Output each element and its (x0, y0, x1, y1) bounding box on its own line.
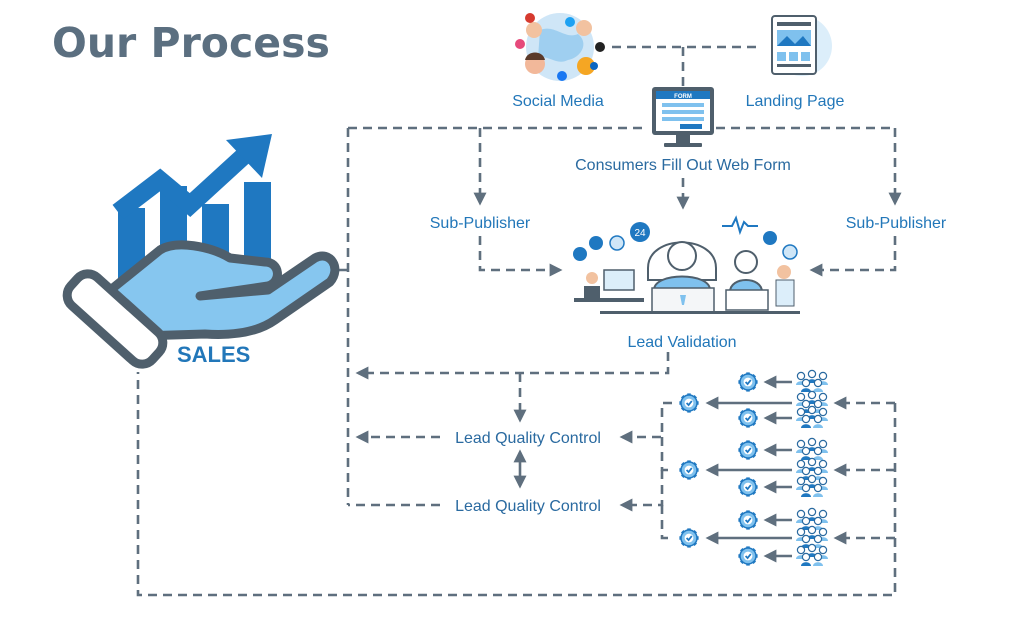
gear-check-icon (738, 510, 758, 530)
gear-check-icon (679, 528, 699, 548)
sub-publisher-left-label: Sub-Publisher (430, 215, 531, 232)
sub-publisher-right-label: Sub-Publisher (846, 215, 947, 232)
connector-sub-publisher-left-validation (478, 236, 563, 277)
connector-gears-bottom (660, 505, 672, 540)
web-form-label: Consumers Fill Out Web Form (575, 157, 791, 174)
social-media-globe-icon: Social Media (512, 13, 605, 110)
people-group-icons (796, 369, 828, 566)
connector-gears-mid (660, 437, 672, 472)
gear-check-icon (738, 372, 758, 392)
group-to-gear-links (705, 375, 792, 563)
sales-icon: SALES (62, 134, 340, 369)
gear-check-icon (738, 408, 758, 428)
people-group-icon (796, 437, 828, 460)
connector-gears-lqc1 (619, 401, 672, 444)
people-group-icon (796, 369, 828, 392)
gear-check-icon (738, 546, 758, 566)
gear-check-icon (679, 393, 699, 413)
gear-check-icon (738, 477, 758, 497)
gear-check-icons (679, 372, 758, 566)
lead-validation-label: Lead Validation (627, 334, 736, 351)
gear-check-icon (738, 440, 758, 460)
connector-bottom-loop (136, 372, 897, 597)
landing-page-label: Landing Page (746, 93, 845, 110)
people-group-icon (796, 507, 828, 530)
connector-gears-lqc2 (619, 470, 664, 512)
people-group-icon (796, 474, 828, 497)
form-header: FORM (674, 94, 692, 100)
lead-quality-control-1-label: Lead Quality Control (455, 430, 601, 447)
landing-page-icon: Landing Page (746, 15, 845, 110)
sales-label: SALES (177, 342, 250, 367)
connector-sub-publisher-right-validation (809, 236, 897, 277)
people-group-icon (796, 405, 828, 428)
connectors (136, 45, 902, 597)
people-group-icon (796, 543, 828, 566)
connector-validation-out (355, 352, 670, 380)
lead-quality-control-2-label: Lead Quality Control (455, 498, 601, 515)
call-center-agents-icon: 24 Lead Validation (573, 215, 800, 351)
social-media-label: Social Media (512, 93, 604, 110)
web-form-monitor-icon: FORM Consumers Fill Out Web Form (575, 87, 791, 174)
page-title: Our Process (52, 19, 330, 67)
support-badge: 24 (634, 228, 646, 239)
gear-check-icon (679, 460, 699, 480)
